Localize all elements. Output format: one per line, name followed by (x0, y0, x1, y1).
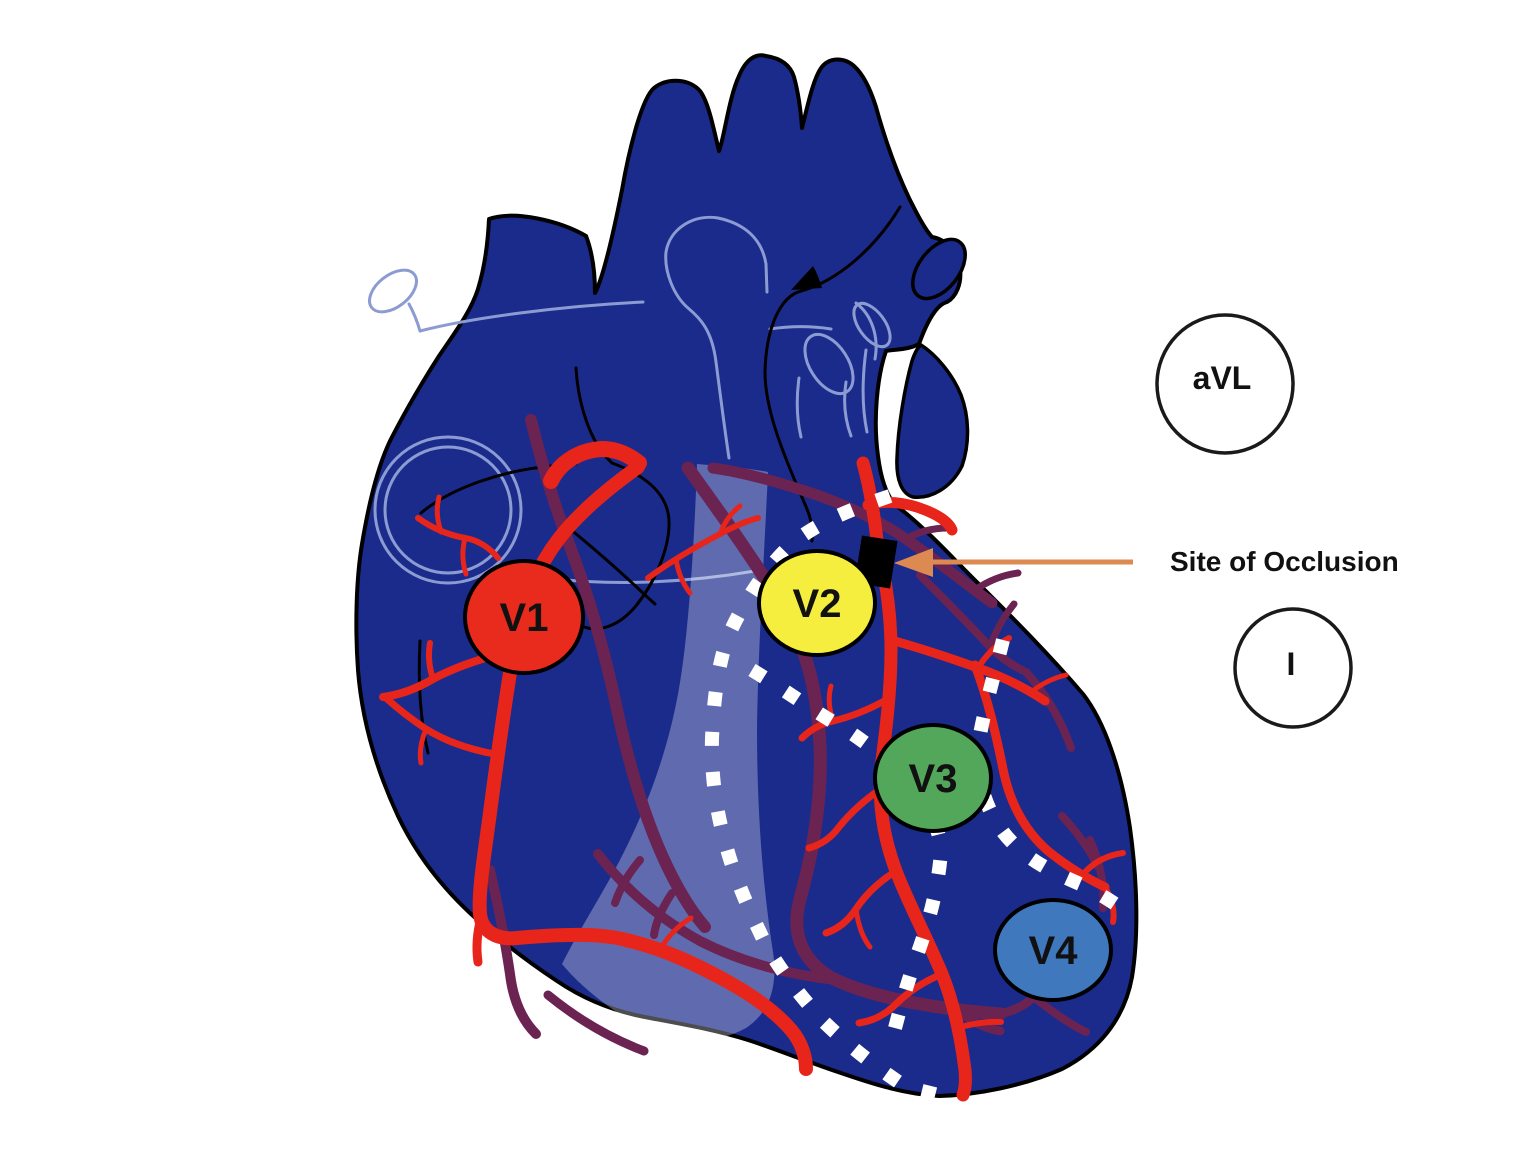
pulmonary-trunk-cap (911, 237, 967, 301)
lead-label-i: I (1287, 646, 1296, 682)
lead-marker-v2: V2 (757, 549, 877, 657)
heart-body (354, 53, 1139, 1098)
lead-circle-v2 (757, 549, 877, 657)
lead-marker-v4: V4 (993, 898, 1113, 1002)
occlusion-arrow-icon (894, 548, 933, 577)
lead-circle-v3 (873, 723, 993, 833)
lead-circle-avl (1155, 313, 1295, 455)
aortic-root-bump (895, 342, 970, 499)
ischemia-territory-border (704, 489, 1129, 1102)
lead-marker-v3: V3 (873, 723, 993, 833)
occlusion-label: Site of Occlusion (1170, 546, 1399, 577)
lead-label-v1: V1 (500, 596, 549, 640)
atria-outlines-dark (417, 205, 902, 755)
lead-label-v2: V2 (793, 582, 842, 626)
lead-circle-v1 (463, 559, 585, 675)
pulmonary-notch-wedge (791, 266, 822, 290)
lead-marker-v1: V1 (463, 559, 585, 675)
lead-circle-v4 (993, 898, 1113, 1002)
lead-marker-i: I (1233, 607, 1353, 729)
lead-label-avl: aVL (1193, 360, 1252, 396)
lead-label-v4: V4 (1029, 929, 1079, 973)
lead-label-v3: V3 (909, 757, 958, 801)
occlusion-annotation: Site of Occlusion (894, 546, 1399, 577)
lead-marker-avl: aVL (1155, 313, 1295, 455)
lead-circle-i (1233, 607, 1353, 729)
